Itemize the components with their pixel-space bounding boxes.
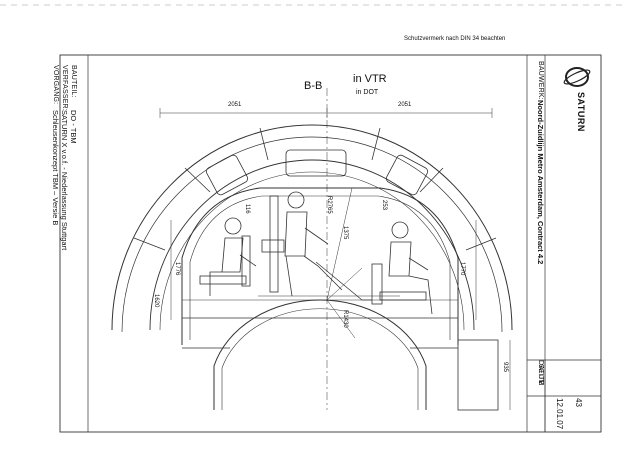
label-dot: in DOT [356, 89, 379, 96]
dim-1770: 1770 [459, 262, 465, 276]
dim-right: 2051 [398, 102, 412, 108]
dim-r2765: R2765 [326, 196, 332, 214]
dim-left: 2051 [228, 102, 242, 108]
protection-notice: Schutzvermerk nach DIN 34 beachten [404, 36, 506, 42]
dim-116: 116 [244, 204, 250, 214]
dim-253: 253 [381, 200, 387, 211]
saturn-logo-icon [563, 67, 591, 87]
label-vtr: in VTR [353, 73, 387, 85]
dim-935: 935 [502, 362, 508, 373]
dim-1776: 1776 [174, 262, 180, 276]
dim-1375: 1375 [342, 226, 348, 240]
dim-1620: 1620 [153, 294, 159, 308]
dim-r1430: R1430 [342, 310, 348, 328]
section-label: B-B [304, 80, 323, 92]
